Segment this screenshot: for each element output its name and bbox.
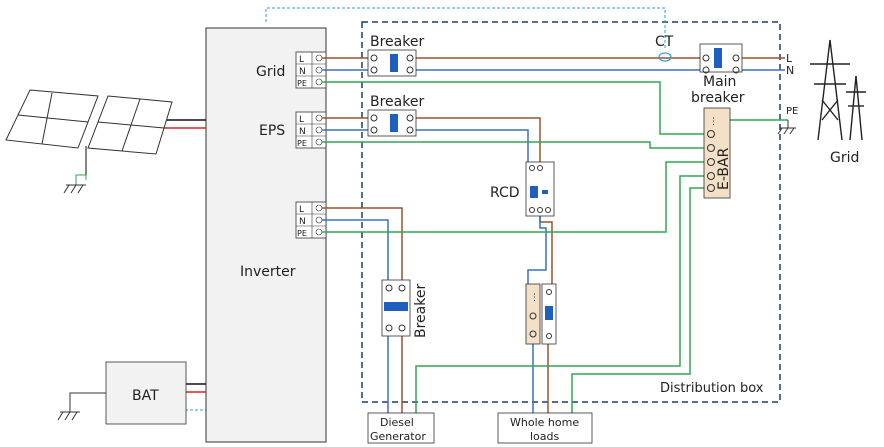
ground-icon-grid	[777, 120, 796, 135]
ct-label: CT	[655, 34, 674, 50]
eps-terminal-pe: PE	[297, 139, 307, 148]
eps-terminal-block: L N PE	[295, 111, 327, 149]
gen-pe-wire	[322, 161, 706, 233]
loads-line-2: loads	[530, 430, 560, 443]
solar-panel-icon	[5, 89, 173, 175]
grid-terminal-n: N	[299, 67, 306, 77]
line-label-l: L	[786, 52, 793, 65]
main-breaker-label-2: breaker	[691, 90, 745, 106]
rcd-label: RCD	[490, 185, 520, 201]
breaker-gen	[381, 279, 411, 337]
eps-n-to-rcd	[416, 129, 529, 162]
eps-terminal-l: L	[299, 115, 304, 125]
transmission-tower-icon	[810, 39, 866, 141]
ebar-pe-loads	[571, 187, 706, 413]
rcd	[525, 161, 555, 217]
gen-n-wire	[322, 219, 389, 282]
rcd-n-out	[527, 216, 547, 286]
breaker-gen-label: Breaker	[413, 284, 429, 338]
wires	[162, 57, 788, 413]
whole-home-loads-box	[497, 412, 593, 444]
ebar-pe-diesel	[415, 175, 706, 413]
gen-l-wire	[322, 207, 403, 282]
ground-icon-battery	[57, 392, 106, 421]
main-breaker-label-1: Main	[703, 74, 736, 90]
ground-icon-pv	[63, 174, 87, 194]
breaker-grid	[367, 49, 417, 77]
gen-terminal-block: L N PE	[295, 201, 327, 239]
gen-terminal-pe: PE	[297, 229, 307, 238]
grid-terminal-pe: PE	[297, 79, 307, 88]
breaker-eps	[367, 109, 417, 137]
battery-label: BAT	[132, 388, 159, 404]
battery-box	[105, 361, 187, 425]
grid-port-label: Grid	[256, 64, 285, 80]
eps-port-label: EPS	[259, 123, 285, 139]
ebar-label: E-BAR	[716, 147, 732, 190]
ct-sensor	[658, 52, 672, 62]
eps-pe-wire	[322, 141, 706, 149]
diesel-line-2: Generator	[370, 430, 426, 443]
eps-terminal-n: N	[299, 127, 306, 137]
gen-terminal-l: L	[299, 205, 304, 215]
diesel-generator-box	[367, 412, 435, 444]
loads-line-1: Whole home	[510, 416, 579, 429]
load-breaker	[541, 283, 557, 345]
ebar: ⋮	[703, 107, 731, 199]
gen-terminal-n: N	[299, 217, 306, 227]
load-busbar: ⋮	[525, 283, 541, 345]
line-label-n: N	[786, 64, 794, 77]
distribution-box-label: Distribution box	[660, 381, 764, 396]
grid-terminal-block: L N PE	[295, 51, 327, 89]
svg-text:⋮: ⋮	[709, 117, 718, 127]
grid-terminal-l: L	[299, 55, 304, 65]
grid-pe-wire	[322, 81, 706, 135]
breaker-grid-label: Breaker	[370, 34, 424, 50]
line-label-pe: PE	[786, 106, 798, 117]
eps-l-to-rcd	[416, 117, 541, 162]
inverter-label: Inverter	[240, 264, 296, 280]
grid-tower-label: Grid	[830, 150, 859, 166]
distribution-box-frame	[361, 21, 781, 403]
svg-text:⋮: ⋮	[530, 293, 539, 303]
diesel-line-1: Diesel	[380, 416, 414, 429]
main-breaker	[699, 43, 743, 74]
breaker-eps-label: Breaker	[370, 94, 424, 110]
